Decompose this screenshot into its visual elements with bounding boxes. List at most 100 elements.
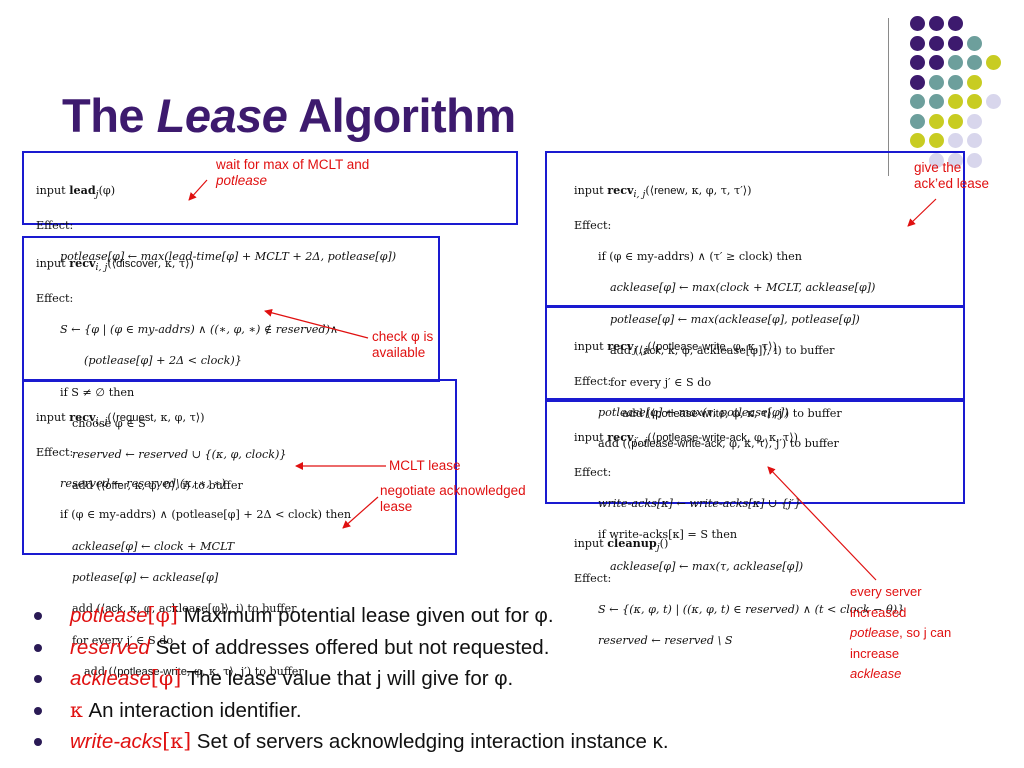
- code-line: input recvi, j(⟨discover, κ, τ⟩): [36, 255, 194, 273]
- potlease-write-ack-box: [545, 398, 965, 504]
- annotation-line: increased: [850, 604, 907, 620]
- cleanup-code: input cleanupj() Effect: S ← {(κ, φ, t) …: [574, 520, 904, 665]
- definition-potlease: potlease[φ] Maximum potential lease give…: [34, 600, 669, 632]
- request-box: [22, 379, 457, 555]
- slide-title: The Lease Algorithm: [62, 88, 516, 143]
- code-line: add (⟨offer, κ, φ, 0⟩, i) to buffer: [72, 479, 243, 493]
- code-line: for every j′ ∈ S do: [610, 375, 712, 389]
- decorative-dot: [948, 94, 963, 109]
- code-line: S ← {φ | (φ ∈ my-addrs) ∧ ((∗, φ, ∗) ∉ r…: [60, 323, 339, 337]
- renew-code: input recvi, j(⟨renew, κ, φ, τ, τ′⟩) Eff…: [574, 167, 875, 438]
- decorative-dot: [929, 55, 944, 70]
- decorative-dot: [967, 74, 982, 90]
- code-line: Effect:: [36, 446, 74, 460]
- potlease-write-box: [545, 306, 965, 402]
- decorative-vertical-line: [888, 18, 889, 176]
- code-line: add (⟨ack, κ, φ, acklease[φ]⟩, i) to buf…: [610, 343, 835, 357]
- code-line: S ← {(κ, φ, t) | ((κ, φ, t) ∈ reserved) …: [598, 603, 905, 617]
- definition-acklease: acklease[φ] The lease value that j will …: [34, 663, 669, 695]
- potlease-write-code: input recvj′, j(⟨potlease-write, φ, κ, τ…: [574, 323, 839, 469]
- code-line: write-acks[κ] ← write-acks[κ] ∪ {j′}: [598, 497, 802, 511]
- decorative-dot: [910, 113, 925, 129]
- code-line: if write-acks[κ] = S then: [598, 528, 738, 542]
- code-line: Effect:: [36, 219, 74, 233]
- code-line: choose φ ∈ S: [72, 416, 146, 430]
- annotation-line: give the: [914, 160, 962, 175]
- title-word-algorithm: Algorithm: [298, 89, 516, 142]
- bullet-icon: [34, 675, 42, 683]
- code-line: reserved ← reserved ∪ {(κ, φ, clock)}: [72, 447, 287, 461]
- definition-reserved: reserved Set of addresses offered but no…: [34, 632, 669, 664]
- code-line: add (⟨potlease-write, φ, κ, τ⟩, j′) to b…: [622, 407, 842, 421]
- code-line: acklease[φ] ← clock + MCLT: [72, 539, 235, 553]
- code-line: Effect:: [574, 219, 612, 233]
- decorative-dot: [967, 152, 982, 168]
- code-line: input recvj′, j(⟨potlease-write, φ, κ, τ…: [574, 338, 777, 356]
- annotation-give-acked: give the ack’ed lease: [914, 160, 989, 192]
- title-word-lease: Lease: [156, 89, 288, 142]
- code-line: reserved ← reserved \ S: [598, 634, 733, 648]
- annotation-line: every server: [850, 584, 922, 599]
- decorative-dot: [910, 16, 925, 31]
- decorative-dot: [948, 74, 963, 90]
- discover-box: [22, 236, 440, 382]
- decorative-dot: [948, 35, 963, 51]
- decorative-dot: [910, 55, 925, 70]
- definition-kappa: κ An interaction identifier.: [34, 695, 669, 727]
- potlease-write-ack-code: input recvj′, j(⟨potlease-write-ack, φ, …: [574, 414, 803, 590]
- annotation-line: available: [372, 345, 426, 360]
- decorative-dot: [986, 55, 1001, 70]
- code-line: input recvi, j(⟨request, κ, φ, τ⟩): [36, 409, 205, 427]
- request-code: input recvi, j(⟨request, κ, φ, τ⟩) Effec…: [36, 394, 351, 697]
- annotation-check-available: check φ is available: [372, 329, 433, 361]
- arrow-check-available: [264, 308, 369, 339]
- code-line: input recvj′, j(⟨potlease-write-ack, φ, …: [574, 429, 798, 447]
- bullet-icon: [34, 643, 42, 652]
- decorative-dot: [929, 152, 944, 168]
- arrow-negotiate: [342, 496, 379, 529]
- decorative-dot: [948, 152, 963, 168]
- decorative-dot: [910, 74, 925, 90]
- code-line: input leadj(φ): [36, 182, 116, 200]
- code-line: Effect:: [574, 572, 612, 586]
- annotation-wait-max: wait for max of MCLT and potlease: [216, 157, 369, 189]
- definition-write-acks: write-acks[κ] Set of servers acknowledgi…: [34, 726, 669, 758]
- annotation-mclt-lease: MCLT lease: [389, 458, 461, 473]
- annotation-line: potlease: [216, 173, 268, 188]
- decorative-dot: [967, 113, 982, 129]
- annotation-line: increase: [850, 645, 900, 661]
- code-line: input cleanupj(): [574, 535, 669, 553]
- code-line: potlease[φ] ← max(acklease[φ], potlease[…: [610, 312, 860, 326]
- annotation-line: check φ is: [372, 329, 434, 344]
- code-line: potlease[φ] ← max(τ, potlease[φ]): [598, 406, 789, 420]
- title-word-the: The: [62, 89, 145, 142]
- decorative-dot: [967, 94, 982, 109]
- code-line: for every j′ ∈ S do: [72, 634, 174, 648]
- code-line: (potlease[φ] + 2Δ < clock)}: [84, 354, 242, 368]
- code-line: acklease[φ] ← max(τ, acklease[φ]): [610, 559, 804, 573]
- decorative-dot: [910, 94, 925, 109]
- annotation-line: negotiate acknowledged: [380, 483, 526, 498]
- decorative-dot: [948, 16, 963, 31]
- bullet-icon: [34, 706, 42, 715]
- code-line: add (⟨ack, κ, φ, acklease[φ]⟩, i) to buf…: [72, 601, 297, 615]
- decorative-dot: [948, 133, 963, 148]
- decorative-dot: [929, 74, 944, 90]
- annotation-line: acklease: [850, 666, 902, 681]
- decorative-dot: [910, 35, 925, 51]
- code-line: if S ≠ ∅ then: [60, 385, 135, 399]
- code-line: potlease[φ] ← acklease[φ]: [72, 570, 219, 584]
- code-line: Effect:: [574, 375, 612, 389]
- annotation-line: lease: [380, 499, 413, 514]
- code-line: if (φ ∈ my-addrs) ∧ (potlease[φ] + 2Δ < …: [60, 508, 352, 522]
- decorative-dot: [929, 133, 944, 148]
- decorative-dot: [929, 94, 944, 109]
- decorative-dot: [929, 16, 944, 31]
- code-line: add (⟨potlease-write-ack, φ, κ, τ⟩, j′) …: [598, 437, 839, 451]
- code-line: reserved ← reserved\(κ, ∗, ∗): [60, 477, 226, 491]
- annotation-line: potlease, so j can: [850, 625, 952, 640]
- arrow-every-server: [767, 466, 877, 581]
- lead-code: input leadj(φ) Effect: potlease[φ] ← max…: [36, 167, 396, 280]
- decorative-dot: [967, 133, 982, 148]
